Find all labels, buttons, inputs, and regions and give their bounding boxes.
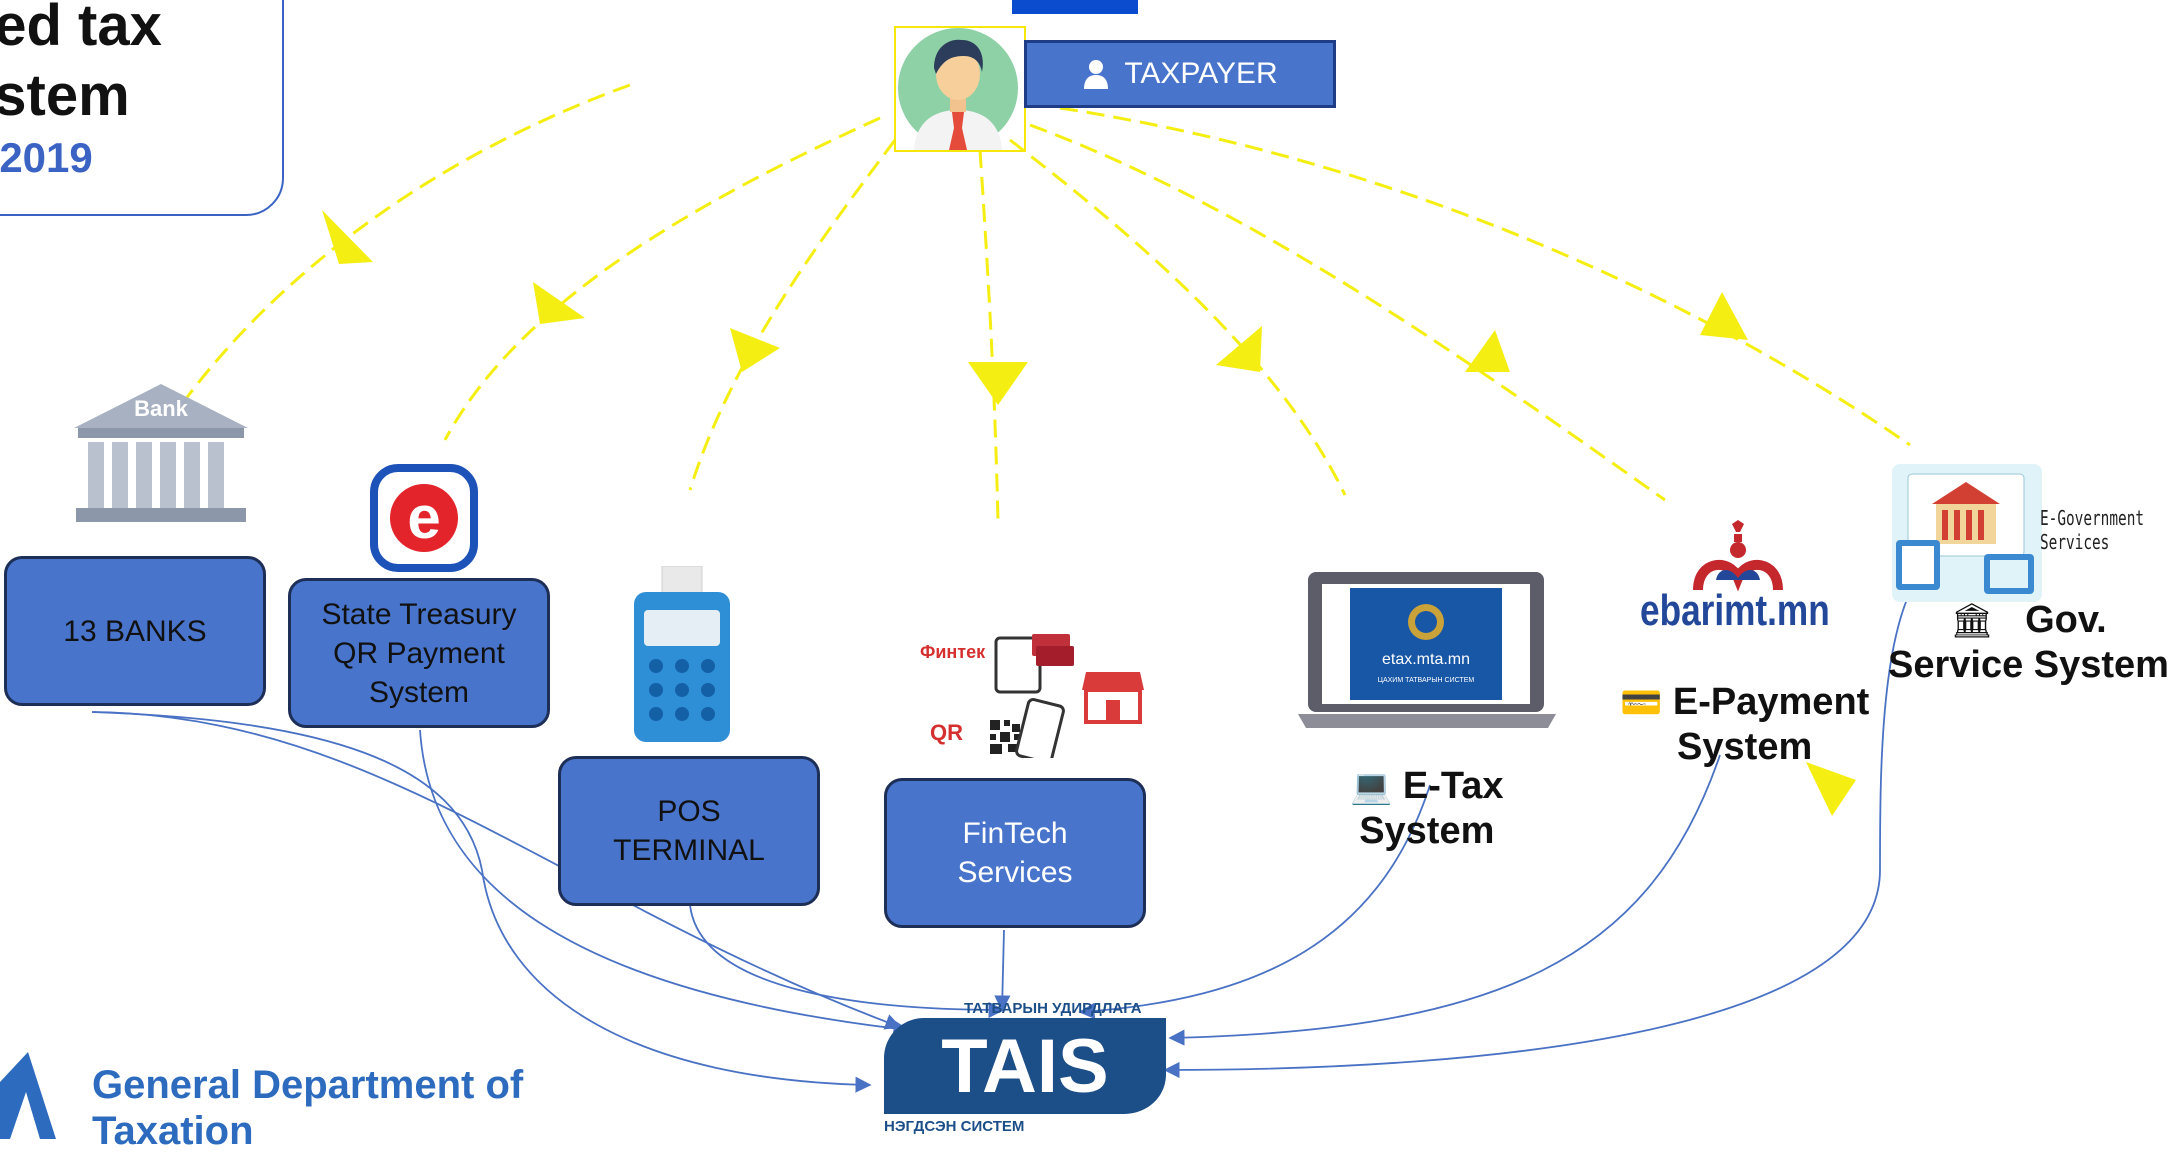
ebarimt-logo-text: ebarimt.mn bbox=[1640, 586, 1830, 635]
gov-line-1: Gov. bbox=[2025, 599, 2107, 641]
fintech-node: FinTech Services bbox=[884, 778, 1146, 928]
link-fintech-tais bbox=[994, 929, 1011, 1012]
etax-sub: ЦАХИМ ТАТВАРЫН СИСТЕМ bbox=[1378, 677, 1475, 684]
qr-text: QR bbox=[930, 720, 963, 745]
credit-card-icon: 💳 bbox=[1620, 684, 1663, 722]
treasury-line-2: QR Payment bbox=[333, 636, 505, 670]
egov-line-2: Services bbox=[2040, 530, 2110, 554]
link-banks-tais bbox=[91, 711, 872, 1093]
egov-line-1: E-Government bbox=[2040, 506, 2145, 530]
fintech-line-1: FinTech bbox=[962, 817, 1068, 850]
banks-node: 13 BANKS bbox=[4, 556, 266, 706]
gdt-line-1: General Department of bbox=[92, 1063, 524, 1107]
etax-line-1: E-Tax bbox=[1402, 765, 1504, 807]
title-line-2: ystem bbox=[0, 63, 130, 128]
dashed-arrowhead bbox=[1465, 330, 1510, 372]
treasury-line-1: State Treasury bbox=[321, 597, 517, 631]
title-box: sed tax ystem n 2019 bbox=[0, 0, 284, 216]
e-government-logo-text: E-Government Services bbox=[2040, 506, 2144, 554]
tais-bottom-text: НЭГДСЭН СИСТЕМ bbox=[884, 1118, 1025, 1135]
bank-icon-text: Bank bbox=[134, 396, 189, 421]
dashed-flow-etax bbox=[1009, 138, 1347, 496]
taxpayer-avatar bbox=[894, 26, 1026, 152]
dashed-flow-banks bbox=[183, 83, 631, 401]
gov-service-system-label: 🏛 Gov. Service System bbox=[1888, 598, 2168, 688]
pos-line-2: TERMINAL bbox=[613, 834, 765, 867]
dashed-arrowhead bbox=[322, 210, 373, 264]
etax-system-label: 💻 E-Tax System bbox=[1350, 764, 1504, 854]
link-banks-tais-2 bbox=[91, 711, 902, 1030]
ebarimt-emblem bbox=[1693, 520, 1783, 592]
dashed-flow-treasury bbox=[443, 116, 881, 441]
gov-line-2: Service System bbox=[1888, 643, 2168, 686]
e-government-illustration bbox=[1892, 464, 2042, 602]
pos-terminal-node: POS TERMINAL bbox=[558, 756, 820, 906]
fintech-logo-text: Финтек bbox=[920, 642, 986, 662]
tais-logo-shape bbox=[884, 1018, 1166, 1114]
person-icon bbox=[898, 28, 1018, 150]
fintech-illustration: Финтек QR bbox=[920, 634, 1144, 758]
dashed-flow-fintech bbox=[978, 149, 1000, 521]
link-pos-tais bbox=[689, 904, 1005, 1019]
dashed-arrowhead bbox=[533, 282, 585, 324]
taxpayer-text: TAXPAYER bbox=[1124, 57, 1278, 90]
dashed-arrowhead bbox=[1216, 326, 1262, 372]
etax-site: etax.mta.mn bbox=[1382, 651, 1470, 668]
gdt-logo bbox=[0, 1052, 56, 1139]
link-etax-tais bbox=[1078, 784, 1431, 1020]
link-gov-tais bbox=[1163, 551, 1946, 1079]
tais-top-text: ТАТВАРЫН УДИРДЛАГА bbox=[964, 1000, 1142, 1017]
pos-line-1: POS bbox=[657, 795, 721, 828]
banks-label: 13 BANKS bbox=[63, 614, 207, 648]
link-epay-tais bbox=[1168, 754, 1721, 1046]
fintech-line-2: Services bbox=[957, 856, 1073, 889]
pos-terminal-icon bbox=[634, 566, 730, 742]
epay-line-1: E-Payment bbox=[1672, 681, 1870, 723]
dashed-arrowhead bbox=[968, 362, 1028, 405]
dashed-arrowhead bbox=[1806, 762, 1856, 816]
tais-title: TAIS bbox=[941, 1023, 1109, 1109]
gdt-name: General Department of Taxation bbox=[92, 1062, 523, 1155]
title-year: n 2019 bbox=[0, 134, 93, 181]
state-treasury-e-logo: e bbox=[370, 464, 478, 572]
svg-text:e: e bbox=[407, 484, 440, 551]
government-building-icon: 🏛 bbox=[1950, 602, 1994, 640]
top-accent-bar bbox=[1012, 0, 1138, 14]
epay-line-2: System bbox=[1677, 725, 1813, 768]
taxpayer-label: TAXPAYER bbox=[1024, 40, 1336, 108]
link-treasury-tais bbox=[419, 729, 910, 1037]
gdt-line-2: Taxation bbox=[92, 1109, 254, 1154]
bank-building-icon: Bank bbox=[74, 384, 248, 522]
user-icon bbox=[1084, 60, 1109, 89]
etax-line-2: System bbox=[1359, 809, 1495, 852]
title-line-1: sed tax bbox=[0, 0, 162, 58]
dashed-arrowhead bbox=[730, 328, 780, 372]
dashed-arrowhead bbox=[1700, 292, 1748, 340]
dashed-flow-gov bbox=[1059, 106, 1911, 447]
laptop-icon: 💻 bbox=[1350, 768, 1393, 806]
etax-laptop-illustration: etax.mta.mn ЦАХИМ ТАТВАРЫН СИСТЕМ bbox=[1298, 572, 1556, 728]
epayment-system-label: 💳 E-Payment System bbox=[1620, 680, 1869, 770]
dashed-flow-pos bbox=[688, 139, 897, 491]
state-treasury-node: State Treasury QR Payment System bbox=[288, 578, 550, 728]
treasury-line-3: System bbox=[368, 675, 470, 709]
dashed-flow-epay bbox=[1029, 123, 1666, 502]
